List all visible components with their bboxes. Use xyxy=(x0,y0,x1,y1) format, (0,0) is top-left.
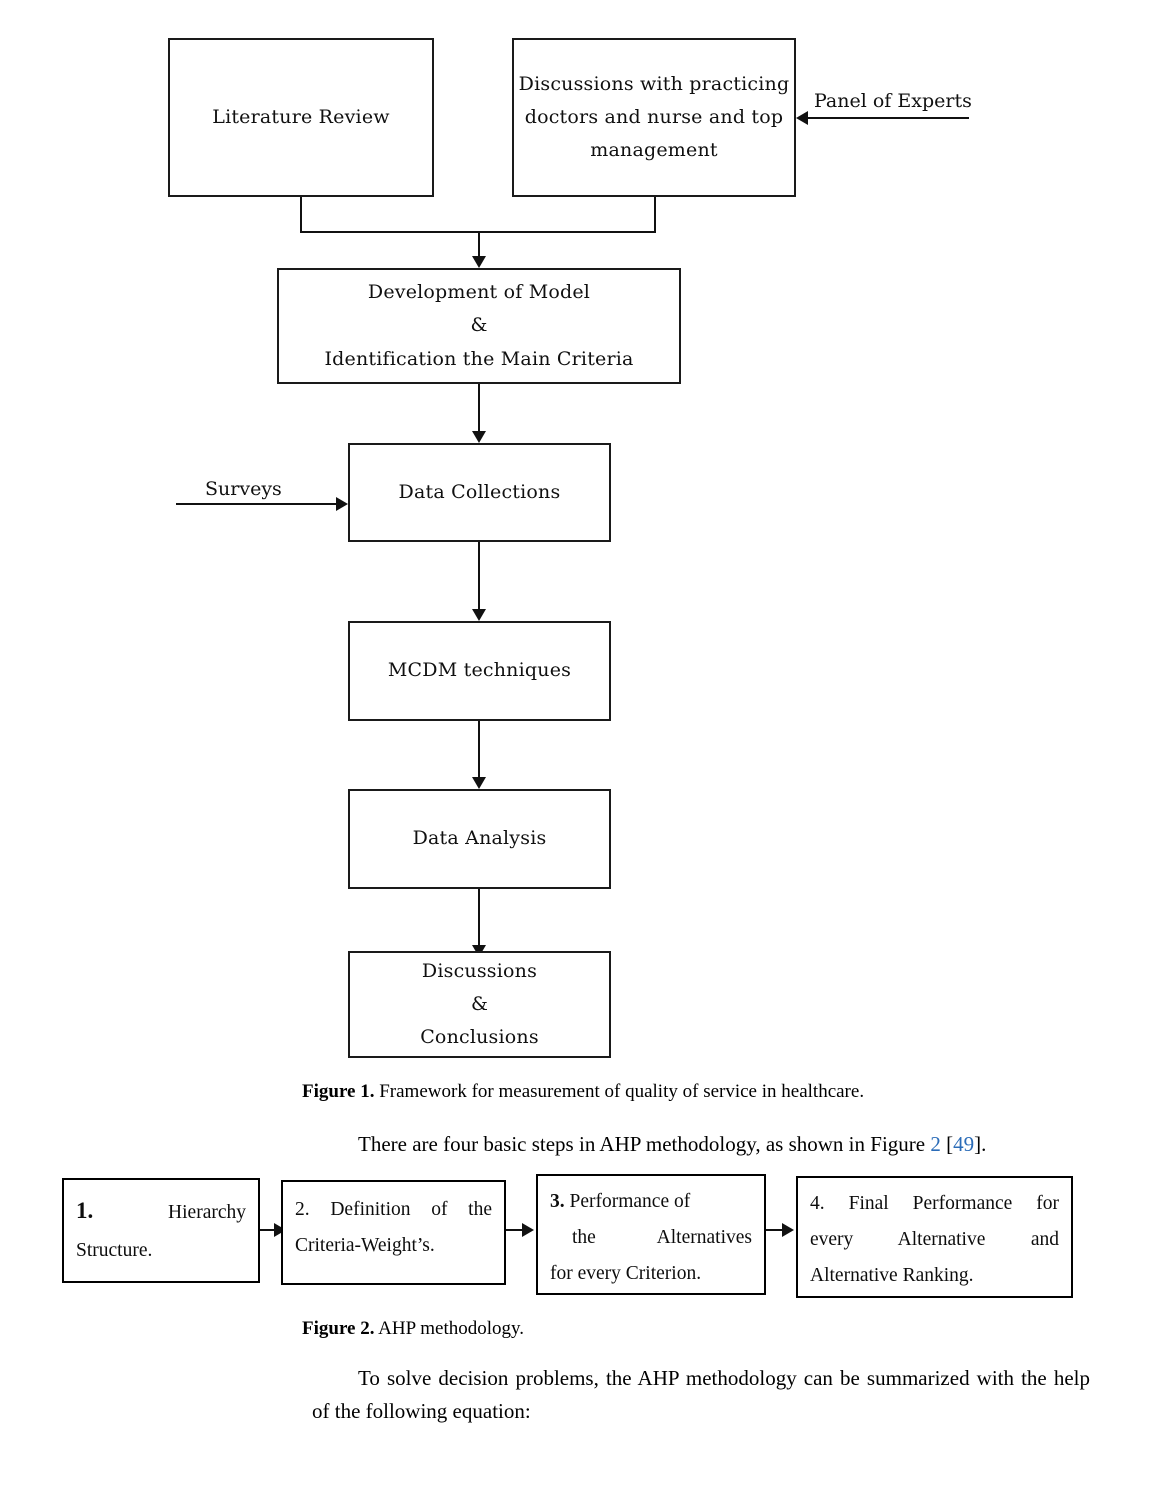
link-figure-2[interactable]: 2 xyxy=(930,1132,941,1156)
connector-mcdm-to-data-analysis xyxy=(478,721,480,777)
figure-1-caption: Figure 1. Framework for measurement of q… xyxy=(302,1081,864,1103)
connector-ahp-step-2-to-3 xyxy=(506,1229,522,1231)
ahp-step-3-line-1: 3. Performance of xyxy=(550,1184,752,1220)
ahp-step-box-4: 4. Final Performance for every Alternati… xyxy=(796,1176,1073,1298)
flow-box-data-analysis-label: Data Analysis xyxy=(412,827,547,850)
paragraph-2-line-2: of the following equation: xyxy=(312,1398,531,1423)
flow-box-data-collections: Data Collections xyxy=(348,443,611,542)
paragraph-solve-decision-problems: To solve decision problems, the AHP meth… xyxy=(312,1362,1090,1427)
ahp-step-2-number: 2. xyxy=(295,1199,310,1220)
input-label-panel-of-experts: Panel of Experts xyxy=(814,90,972,112)
arrowhead-to-data-analysis xyxy=(472,777,486,789)
connector-ahp-step-3-to-4 xyxy=(766,1229,782,1231)
paragraph-2-line-1: To solve decision problems, the AHP meth… xyxy=(358,1366,1090,1390)
figure-2-caption-lead: Figure 2. xyxy=(302,1318,375,1339)
flow-box-conclusions-line-1: Discussions xyxy=(421,959,538,982)
ahp-step-4-line-3: Alternative Ranking. xyxy=(810,1265,974,1287)
flow-box-conclusions-line-3: Conclusions xyxy=(420,1026,539,1049)
connector-ahp-step-1-to-2 xyxy=(260,1229,274,1231)
ahp-step-4-line-2: every Alternative and xyxy=(810,1229,1059,1251)
flow-box-literature-review: Literature Review xyxy=(168,38,434,197)
flow-box-data-collections-label: Data Collections xyxy=(398,480,561,503)
arrowhead-ahp-step-2-to-3 xyxy=(522,1223,534,1237)
connector-merge-to-development xyxy=(478,231,480,256)
connector-panel-of-experts-line xyxy=(808,117,969,119)
paragraph-intro-between-links: [ xyxy=(940,1132,954,1156)
ahp-step-1-number: 1. xyxy=(76,1198,94,1223)
flow-box-discussions-with-experts: Discussions with practicing doctors and … xyxy=(512,38,796,197)
input-label-surveys: Surveys xyxy=(205,478,282,500)
ahp-step-1-line-1-text: Hierarchy xyxy=(168,1202,246,1223)
paragraph-intro-text-before-link: There are four basic steps in AHP method… xyxy=(358,1132,931,1156)
connector-data-collections-to-mcdm xyxy=(478,542,480,609)
connector-data-analysis-to-conclusions xyxy=(478,889,480,945)
arrowhead-to-data-collections xyxy=(472,431,486,443)
flow-box-mcdm-techniques-label: MCDM techniques xyxy=(387,659,572,682)
ahp-step-box-1: 1. Hierarchy Structure. xyxy=(62,1178,260,1283)
flow-box-discussions-line-3: management xyxy=(590,139,718,162)
arrowhead-panel-of-experts xyxy=(796,111,808,125)
flow-box-discussions-line-2: doctors and nurse and top xyxy=(524,105,784,128)
ahp-step-box-2: 2. Definition of the Criteria-Weight’s. xyxy=(281,1180,506,1285)
ahp-step-1-line-1: 1. Hierarchy xyxy=(76,1190,246,1233)
figure-2-caption: Figure 2. AHP methodology. xyxy=(302,1318,524,1340)
flow-box-development-line-2: & xyxy=(470,314,488,337)
flow-box-conclusions-line-2: & xyxy=(470,992,489,1015)
ahp-step-3-number: 3. xyxy=(550,1191,565,1212)
paragraph-ahp-steps-intro: There are four basic steps in AHP method… xyxy=(312,1128,1072,1161)
flow-box-development-line-3: Identification the Main Criteria xyxy=(324,347,634,370)
arrowhead-to-development xyxy=(472,256,486,268)
ahp-step-box-3: 3. Performance of the Alternatives for e… xyxy=(536,1174,766,1295)
figure-1-caption-lead: Figure 1. xyxy=(302,1081,375,1102)
ahp-step-3-line-1-text: Performance of xyxy=(569,1191,691,1212)
connector-surveys-line xyxy=(176,503,336,505)
connector-discussions-stub xyxy=(654,197,656,233)
flow-box-discussions-conclusions: Discussions & Conclusions xyxy=(348,951,611,1058)
figure-1-caption-text: Framework for measurement of quality of … xyxy=(374,1081,865,1102)
flow-box-data-analysis: Data Analysis xyxy=(348,789,611,889)
flow-box-literature-review-label: Literature Review xyxy=(212,105,390,128)
flow-box-discussions-line-1: Discussions with practicing xyxy=(518,72,790,95)
ahp-step-3-line-3: for every Criterion. xyxy=(550,1263,702,1285)
ahp-step-2-line-1: 2. Definition of the xyxy=(295,1192,492,1228)
paragraph-intro-after-links: ]. xyxy=(974,1132,987,1156)
flow-box-development-of-model: Development of Model & Identification th… xyxy=(277,268,681,384)
ahp-step-1-line-2: Structure. xyxy=(76,1239,153,1261)
ahp-step-4-number: 4. xyxy=(810,1193,825,1214)
ahp-step-2-line-1-text: Definition of the xyxy=(330,1199,492,1220)
ahp-step-4-line-1: 4. Final Performance for xyxy=(810,1186,1059,1222)
arrowhead-surveys xyxy=(336,497,348,511)
connector-development-to-data-collections xyxy=(478,384,480,431)
flow-box-mcdm-techniques: MCDM techniques xyxy=(348,621,611,721)
arrowhead-ahp-step-3-to-4 xyxy=(782,1223,794,1237)
link-reference-49[interactable]: 49 xyxy=(953,1132,975,1156)
ahp-step-4-line-1-text: Final Performance for xyxy=(848,1193,1060,1214)
ahp-step-2-line-2: Criteria-Weight’s. xyxy=(295,1235,435,1257)
arrowhead-to-mcdm xyxy=(472,609,486,621)
figure-2-caption-text: AHP methodology. xyxy=(374,1318,525,1339)
flow-box-development-line-1: Development of Model xyxy=(367,281,591,304)
connector-literature-stub xyxy=(300,197,302,233)
ahp-step-3-line-2: the Alternatives xyxy=(572,1227,752,1249)
